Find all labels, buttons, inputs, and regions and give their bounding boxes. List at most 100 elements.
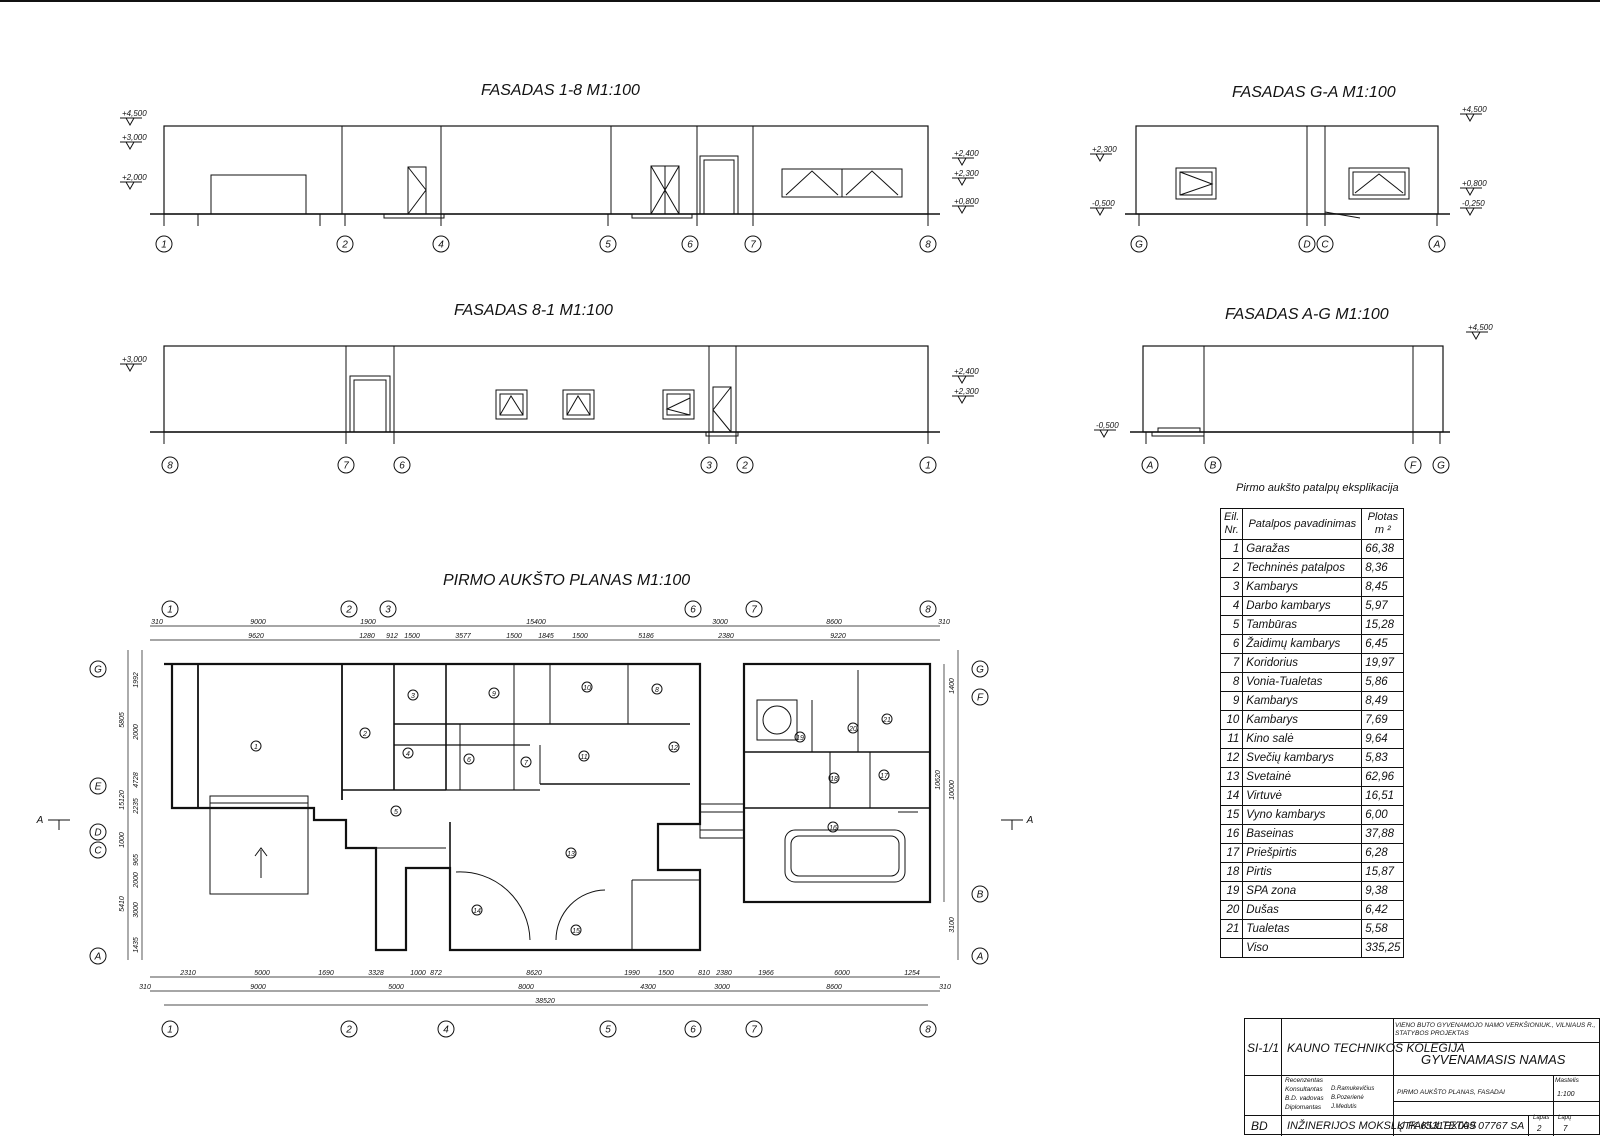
level-f18-right-0-marker	[957, 157, 967, 167]
room-name: Dušas	[1242, 900, 1363, 920]
plan-bottom-axis-5-circle	[599, 1020, 617, 1038]
facade-a-g-axis-B: B	[1210, 461, 1217, 472]
plan-bottom-axis-7: 7	[751, 1025, 757, 1036]
stamp-role: B.D. vadovas	[1285, 1095, 1324, 1102]
plan-right-axis-A: A	[976, 952, 984, 963]
room-name: Koridorius	[1242, 653, 1363, 673]
plan-left-axis-D: D	[94, 828, 101, 839]
facade-8-1-title: FASADAS 8-1 M1:100	[454, 302, 613, 319]
room-nr: 10	[1219, 710, 1244, 730]
room-nr: 4	[1219, 596, 1244, 616]
level-f18-left-1: +3,000	[122, 133, 147, 142]
dim-left-2: 2000	[133, 724, 140, 741]
plan-top-axis-6: 6	[690, 605, 696, 616]
facade-g-a-axis-G-circle	[1130, 235, 1148, 253]
dim-top2-8: 5186	[638, 633, 654, 640]
room-nr: 18	[1219, 862, 1244, 882]
dim-bottom1-10: 2380	[715, 970, 732, 977]
stamp-role: Konsultantas	[1285, 1086, 1323, 1093]
dim-top1-5: 8600	[826, 619, 842, 626]
level-fga-right-0-marker	[1465, 113, 1475, 123]
room-number-17: 17	[880, 773, 889, 780]
stamp-building: GYVENAMASIS NAMAS	[1421, 1052, 1566, 1067]
plan-bottom-axis-8-circle	[919, 1020, 937, 1038]
stamp-scale: 1:100	[1557, 1091, 1575, 1098]
plan-right-axis-G: G	[976, 665, 984, 676]
level-fga-left-0: +2,300	[1092, 145, 1117, 154]
dim-left-11: 1435	[133, 937, 140, 953]
facade-8-1-axis-7-circle	[337, 456, 355, 474]
facade-8-1-axis-8: 8	[167, 461, 173, 472]
explication-caption: Pirmo aukšto patalpų eksplikacija	[1236, 482, 1399, 494]
plan-top-axis-2: 2	[345, 605, 352, 616]
dim-bottom2-2: 5000	[388, 984, 404, 991]
level-f18-right-1-marker	[957, 177, 967, 187]
dim-top2-5: 1500	[506, 633, 522, 640]
room-area: 16,51	[1361, 786, 1405, 806]
facade-a-g-axis-A-circle	[1141, 456, 1159, 474]
dim-right-2: 10000	[949, 780, 956, 800]
plan-left-axis-C-circle	[89, 841, 107, 859]
facade-g-a-axis-A-circle	[1428, 235, 1446, 253]
room-nr: 7	[1219, 653, 1244, 673]
room-name: Kino salė	[1242, 729, 1363, 749]
level-fga-left-1: -0,500	[1092, 199, 1115, 208]
room-number-21: 21	[882, 717, 891, 724]
dim-left-3: 4728	[133, 772, 140, 788]
stamp-role: Recenzentas	[1285, 1077, 1323, 1084]
level-f18-left-0-marker	[125, 117, 135, 127]
plan-top-axis-1-circle	[161, 600, 179, 618]
facade-g-a-title: FASADAS G-A M1:100	[1232, 84, 1396, 101]
level-f18-left-0: +4,500	[122, 109, 147, 118]
plan-top-axis-6-circle	[684, 600, 702, 618]
plan-left-axis-G: G	[94, 665, 102, 676]
room-name: Svetainė	[1242, 767, 1363, 787]
plan-right-axis-G-circle	[971, 660, 989, 678]
level-f18-left-2-marker	[125, 181, 135, 191]
facade-g-a-axis-D: D	[1303, 240, 1310, 251]
dim-left-6: 1000	[119, 832, 126, 848]
room-area: 62,96	[1361, 767, 1405, 787]
facade-a-g-axis-B-circle	[1204, 456, 1222, 474]
facade-8-1-axis-2-circle	[736, 456, 754, 474]
room-number-5: 5	[394, 809, 398, 816]
plan-left-axis-E: E	[95, 782, 102, 793]
stamp-faculty: INŽINERIJOS MOKSLŲ FAKULTETAS	[1287, 1120, 1477, 1132]
room-nr: 17	[1219, 843, 1244, 863]
level-f81-left-0-marker	[125, 363, 135, 373]
plan-bottom-axis-4: 4	[443, 1025, 449, 1036]
room-nr: 14	[1219, 786, 1244, 806]
facade-8-1-axis-8-circle	[161, 456, 179, 474]
plan-left-axis-E-circle	[89, 777, 107, 795]
plan-top-axis-7-circle	[745, 600, 763, 618]
total-name: Viso	[1242, 938, 1363, 958]
room-area: 8,36	[1361, 558, 1405, 578]
room-area: 6,28	[1361, 843, 1405, 863]
level-fag-right-0-marker	[1471, 331, 1481, 341]
facade-a-g-axis-G-circle	[1432, 456, 1450, 474]
dim-bottom1-8: 1500	[658, 970, 674, 977]
room-nr: 19	[1219, 881, 1244, 901]
room-name: Garažas	[1242, 539, 1363, 559]
level-fga-left-0-marker	[1095, 153, 1105, 163]
room-name: Techninės patalpos	[1242, 558, 1363, 578]
dim-bottom1-0: 2310	[179, 970, 196, 977]
dim-bottom1-13: 1254	[904, 970, 920, 977]
plan-bottom-axis-6-circle	[684, 1020, 702, 1038]
level-fga-right-2: -0,250	[1462, 199, 1485, 208]
plan-bottom-axis-5: 5	[605, 1025, 611, 1036]
plan-right-axis-A-circle	[971, 947, 989, 965]
room-name: Tualetas	[1242, 919, 1363, 939]
dim-top1-0: 310	[151, 619, 163, 626]
room-nr: 9	[1219, 691, 1244, 711]
level-fga-right-1: +0,800	[1462, 179, 1487, 188]
room-number-13: 13	[567, 851, 575, 858]
level-f81-right-1-marker	[957, 395, 967, 405]
room-name: Kambarys	[1242, 691, 1363, 711]
